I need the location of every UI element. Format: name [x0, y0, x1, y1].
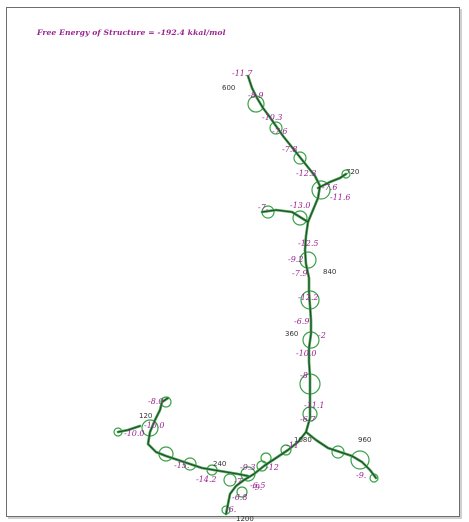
position-label-1200: 1200: [236, 515, 254, 522]
loop-23: [331, 445, 345, 459]
position-label-240: 240: [213, 460, 226, 468]
loop-25: [369, 473, 379, 483]
loop-18: [183, 457, 197, 471]
energy-label-24: -10.0: [144, 421, 165, 430]
energy-label-8: -7.: [258, 203, 268, 212]
position-label-360: 360: [285, 330, 298, 338]
energy-label-18: -11.1: [304, 401, 325, 410]
energy-label-30: -12: [266, 463, 279, 472]
energy-label-12: -7.9: [292, 269, 307, 278]
position-label-600: 600: [222, 84, 235, 92]
energy-label-9: -13.0: [290, 201, 311, 210]
loop-21: [160, 396, 172, 408]
energy-label-3: -7.6: [272, 127, 287, 136]
loop-22: [113, 427, 123, 437]
loop-2: [293, 151, 307, 165]
loop-17: [206, 464, 218, 476]
energy-label-29: -6.5: [250, 481, 265, 490]
loop-19: [158, 446, 174, 462]
energy-label-33: -9.: [356, 471, 366, 480]
energy-label-31: -6.: [226, 505, 236, 514]
position-label-960: 960: [358, 436, 371, 444]
helix-segments: [116, 74, 378, 516]
energy-label-7: -11.6: [330, 193, 351, 202]
energy-label-11: -9.2: [288, 255, 303, 264]
backbone-path-5: [117, 425, 141, 433]
loop-1: [269, 121, 283, 135]
energy-label-17: -8: [300, 371, 308, 380]
energy-label-22: -7: [234, 477, 243, 486]
energy-label-2: -10.3: [262, 113, 283, 122]
free-energy-title: Free Energy of Structure = -192.4 kkal/m…: [37, 28, 226, 37]
energy-label-26: -15.: [174, 461, 189, 470]
energy-label-19: -6.7: [300, 415, 316, 424]
helix-path-1: [146, 396, 250, 478]
backbone-path-1: [147, 397, 249, 477]
helix-path-4: [260, 208, 310, 224]
energy-label-13: -12.2: [298, 293, 319, 302]
backbone-path-0: [225, 75, 321, 515]
energy-label-6: -7.6: [322, 183, 337, 192]
energy-label-4: -7.8: [282, 145, 297, 154]
energy-label-25: -10.0: [124, 429, 145, 438]
loop-5: [292, 210, 308, 226]
energy-label-5: -12.3: [296, 169, 317, 178]
loop-14: [223, 473, 237, 487]
position-label-120: 120: [139, 412, 152, 420]
energy-label-32: -6.8: [232, 493, 247, 502]
energy-label-14: -6.9: [294, 317, 309, 326]
loop-24: [350, 450, 370, 470]
backbone: [117, 75, 377, 515]
energy-label-1: -8.9: [248, 91, 263, 100]
loop-20: [141, 419, 159, 437]
loop-15: [236, 486, 248, 498]
position-label-720: 720: [346, 168, 359, 176]
position-labels: 600 720 840 360 1080 960 120 240 1200: [139, 84, 371, 522]
energy-label-23: -8.0: [148, 397, 163, 406]
loop-7: [299, 251, 317, 269]
backbone-path-3: [317, 173, 347, 189]
loop-4: [341, 169, 351, 179]
loop-3: [311, 180, 331, 200]
loop-27: [256, 460, 268, 472]
energy-label-10: -12.5: [298, 239, 319, 248]
loop-26: [280, 444, 292, 456]
energy-label-28: -9.3: [240, 463, 255, 472]
structure-window: Free Energy of Structure = -192.4 kkal/m…: [6, 7, 460, 517]
position-label-1080: 1080: [294, 436, 312, 444]
energy-label-27: -14.2: [196, 475, 217, 484]
energy-labels: -11.7-8.9-10.3-7.6-7.8-12.3-7.6-11.6-7.-…: [124, 69, 366, 514]
energy-label-20: -11: [286, 441, 299, 450]
position-label-840: 840: [323, 268, 336, 276]
energy-label-16: -10.0: [296, 349, 317, 358]
backbone-path-4: [261, 209, 309, 223]
energy-label-15: -2: [318, 331, 326, 340]
loop-13: [240, 466, 256, 482]
backbone-path-2: [305, 431, 377, 479]
energy-label-21: -9.: [252, 483, 262, 492]
energy-label-0: -11.7: [232, 69, 253, 78]
